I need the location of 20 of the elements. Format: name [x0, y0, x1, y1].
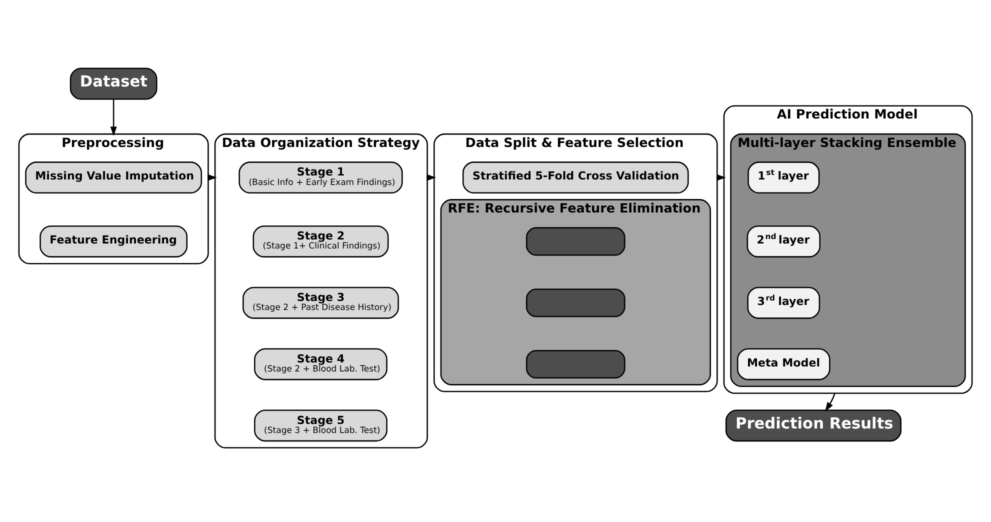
- node-box: Prediction Results: [725, 409, 902, 442]
- node-box: 1$^{st}$ layer: [748, 161, 820, 194]
- node-box: Stage 4 (Stage 2 + Blood Lab. Test): [254, 348, 388, 380]
- node-box: Stage 2 (Stage 1+ Clinical Findings): [252, 224, 389, 257]
- node-box: [526, 226, 626, 256]
- node-box: Missing Value Imputation: [25, 161, 202, 194]
- cluster: RFE: Recursive Feature Elimination: [440, 198, 711, 385]
- node-box: Stratified 5-Fold Cross Validation: [462, 161, 689, 194]
- arrow: [825, 392, 836, 412]
- node-box: 3$^{rd}$ layer: [747, 286, 820, 318]
- node-box: Stage 1 (Basic Info + Early Exam Findings): [238, 161, 403, 194]
- node-box: 2$^{nd}$ layer: [746, 224, 821, 257]
- node-box: [526, 349, 626, 378]
- node-box: [526, 288, 626, 317]
- node-box: Stage 5 (Stage 3 + Blood Lab. Test): [254, 409, 388, 442]
- arrow: [110, 98, 117, 136]
- node-box: Meta Model: [736, 348, 830, 380]
- node-box: Stage 3 (Stage 2 + Past Disease History): [242, 286, 399, 318]
- node-box: Dataset: [70, 67, 158, 100]
- node-box: Feature Engineering: [40, 224, 188, 257]
